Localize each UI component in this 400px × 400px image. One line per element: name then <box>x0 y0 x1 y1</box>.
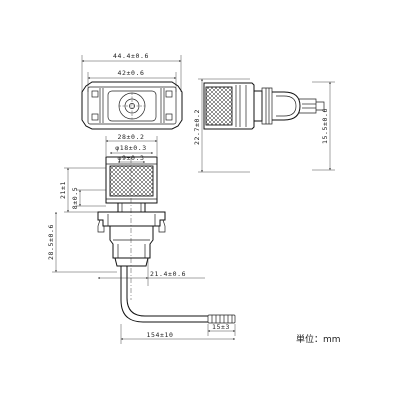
dim-side-height-inner: 15.5±0.6 <box>321 108 329 144</box>
unit-label: 単位：mm <box>296 333 341 345</box>
front-view: 28±0.2 φ18±0.3 φ9±0.3 <box>47 133 236 344</box>
dim-bore-inner: φ9±0.3 <box>117 154 144 162</box>
dim-front-width: 28±0.2 <box>117 133 144 141</box>
side-view: 22.7±0.2 15.5±0.6 <box>193 78 335 173</box>
dim-lead-154: 154±10 <box>146 331 173 339</box>
dim-side-height-outer: 22.7±0.2 <box>193 109 201 145</box>
dim-top-width-outer: 44.4±0.6 <box>113 52 149 60</box>
dim-top-width-inner: 42±0.6 <box>117 69 144 77</box>
dim-length-21: 21.4±0.6 <box>150 270 186 278</box>
dim-lead-15: 15±3 <box>212 323 230 331</box>
dim-height-21: 21±1 <box>59 181 67 199</box>
dim-bore-outer: φ18±0.3 <box>115 144 147 152</box>
top-view: 44.4±0.6 42±0.6 <box>81 52 183 130</box>
dim-height-8: 8±0.5 <box>71 187 79 210</box>
dim-height-28: 28.5±0.6 <box>47 224 55 260</box>
